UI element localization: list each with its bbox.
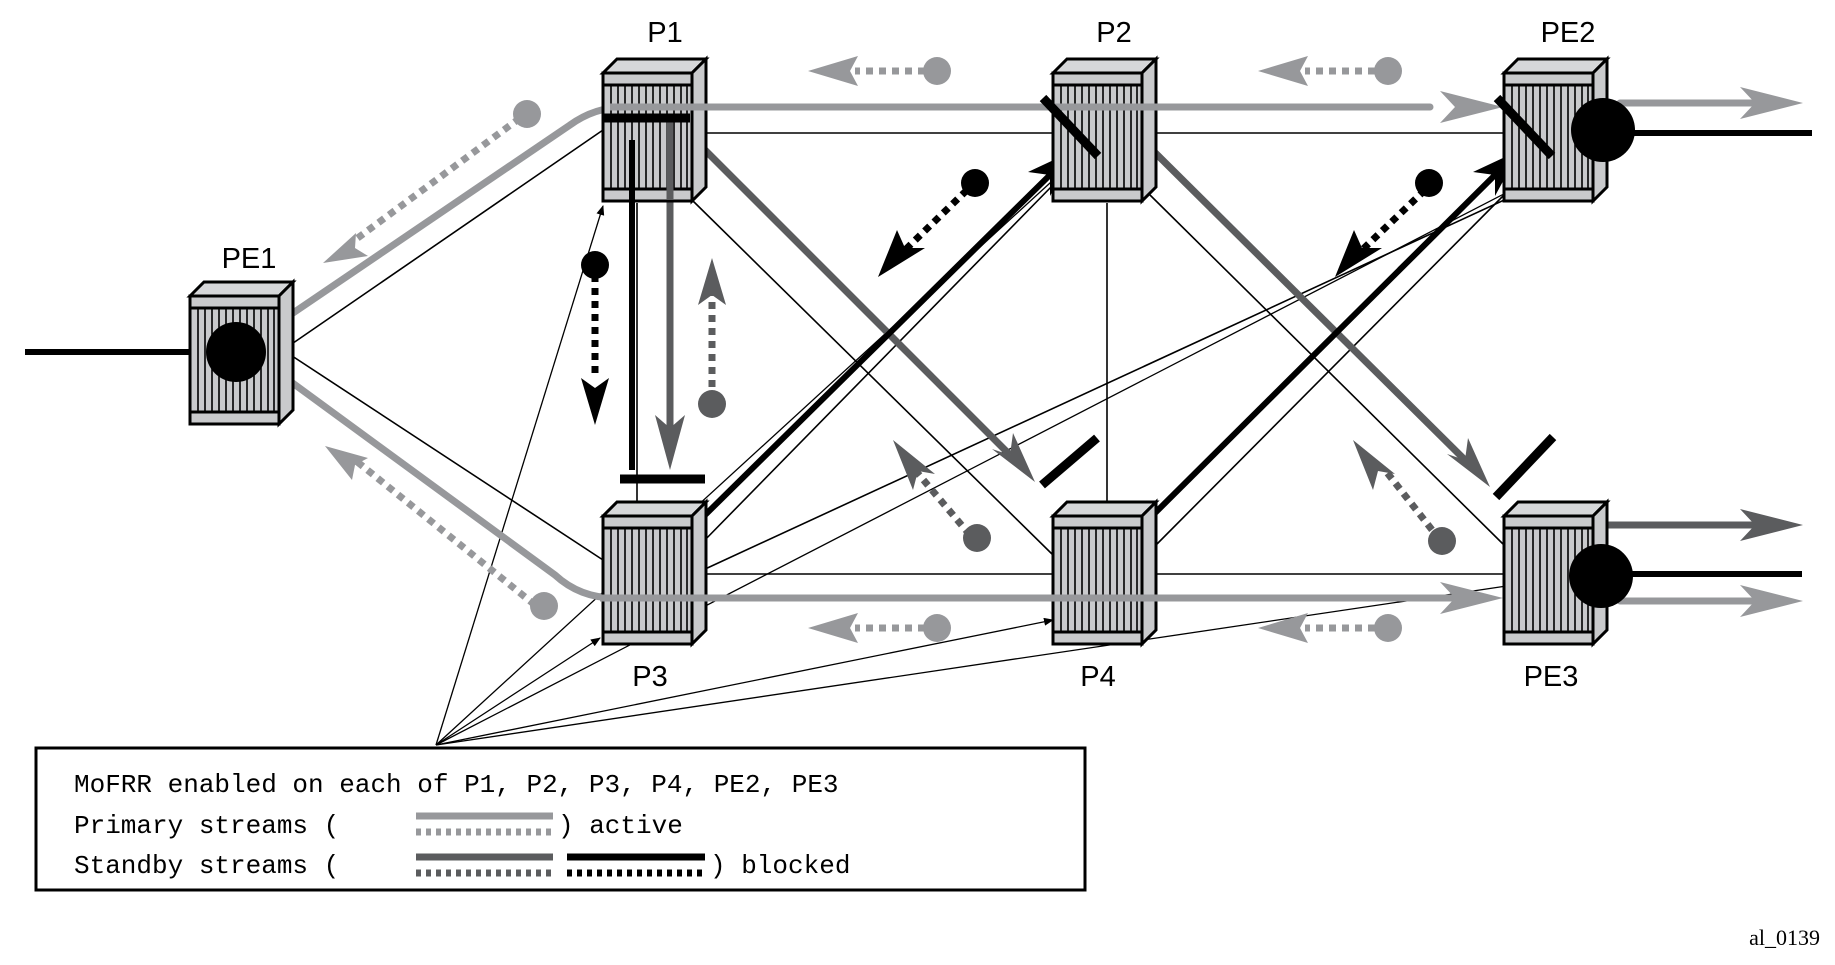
arrowhead-icon [1740,87,1803,119]
merge-point-icon [206,322,266,382]
block-bar-icon [1039,434,1100,489]
node-label-pe2: PE2 [1541,17,1596,49]
link-pe1-p1 [282,129,604,351]
join-messages [323,56,1456,643]
legend-blocked-swatch [567,853,705,877]
link-p4-pe2 [1155,194,1505,546]
primary-path-bottom [264,361,1484,602]
node-label-pe3: PE3 [1524,661,1579,693]
block-bar-icon [1493,94,1556,160]
legend-box: MoFRR enabled on each of P1, P2, P3, P4,… [34,746,1087,892]
link-p1-p4 [691,199,1054,556]
merge-point-icon [1571,98,1635,162]
merge-point-icon [1569,544,1633,608]
router-P3[interactable] [601,500,708,646]
node-label-p4: P4 [1080,661,1115,693]
node-label-p3: P3 [632,661,667,693]
router-P4[interactable] [1051,500,1158,646]
node-label-p2: P2 [1096,17,1131,49]
legend-standby-prefix: Standby streams ( [74,851,339,881]
legend-primary-swatch [416,812,553,836]
link-pe1-p3 [282,349,604,561]
figure-id: al_0139 [1749,925,1820,950]
block-bar-icon [1039,94,1102,160]
block-bar-icon [1492,433,1557,501]
link-p2-pe3 [1149,194,1505,546]
legend-standby-suffix: ) blocked [710,851,850,881]
legend-standby-swatch [416,853,553,877]
legend-line-mofrr: MoFRR enabled on each of P1, P2, P3, P4,… [74,770,839,800]
physical-links [282,129,1581,575]
arrowhead-icon [1440,91,1503,123]
arrowhead-icon [1740,585,1803,617]
standby-arrowheads [655,415,1803,541]
block-bars [604,94,1557,501]
link-p2-p3 [699,184,1054,546]
blocked-streams [25,130,1812,577]
node-label-p1: P1 [647,17,682,49]
legend-primary-suffix: ) active [558,811,683,841]
router-P1[interactable] [601,57,708,203]
legend-primary-prefix: Primary streams ( [74,811,339,841]
node-label-pe1: PE1 [222,243,277,275]
